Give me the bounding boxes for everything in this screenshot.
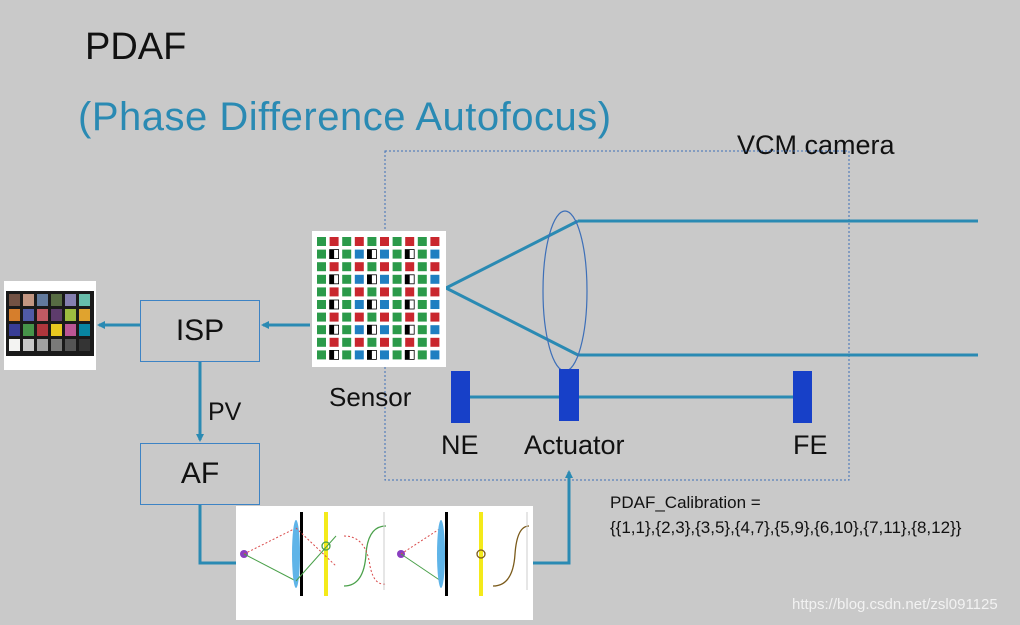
diagram-title: PDAF: [85, 26, 187, 68]
calibration-heading: PDAF_Calibration =: [610, 493, 761, 512]
diagram-subtitle: (Phase Difference Autofocus): [78, 95, 612, 139]
phase-detection-illustration: [236, 506, 533, 620]
ne-block: [451, 371, 470, 423]
sensor-label: Sensor: [329, 382, 412, 412]
vcm-camera-label: VCM camera: [737, 130, 895, 160]
af-block: AF: [140, 443, 260, 505]
actuator-block: [559, 369, 579, 421]
fe-label: FE: [793, 430, 828, 460]
pd-panel-right: [397, 512, 530, 596]
color-checker-image: [4, 281, 96, 370]
calibration-values: {{1,1},{2,3},{3,5},{4,7},{5,9},{6,10},{7…: [610, 518, 962, 537]
pd-panel-left: [240, 512, 387, 596]
ne-label: NE: [441, 430, 479, 460]
sensor-image: [312, 231, 446, 367]
watermark: https://blog.csdn.net/zsl091125: [792, 596, 998, 613]
ray-upper-inner: [445, 219, 579, 290]
actuator-label: Actuator: [524, 430, 625, 460]
ray-lower-inner: [445, 286, 579, 357]
fe-block: [793, 371, 812, 423]
isp-block: ISP: [140, 300, 260, 362]
pv-label: PV: [208, 398, 242, 426]
